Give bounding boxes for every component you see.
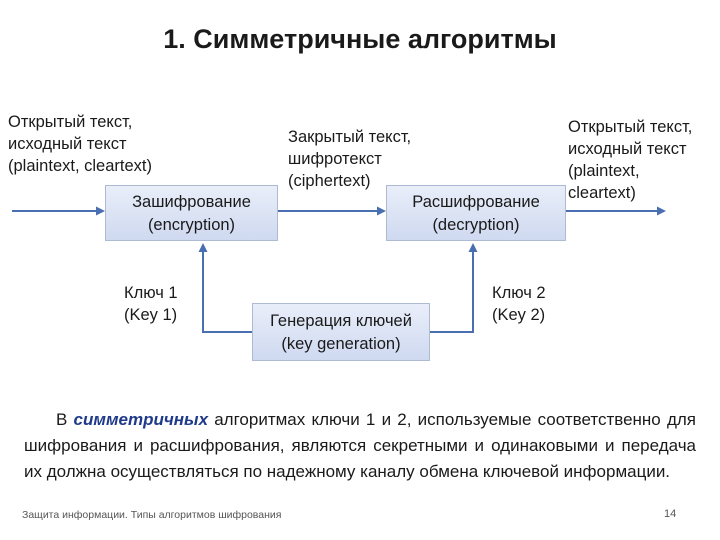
key1-label: Ключ 1 (Key 1): [124, 284, 178, 324]
encryption-box: Зашифрование (encryption): [105, 185, 278, 241]
footer-text: Защита информации. Типы алгоритмов шифро…: [22, 509, 282, 521]
page-number: 14: [664, 508, 677, 520]
key2-arrow: [430, 243, 478, 333]
explanation-text: В симметричных алгоритмах ключи 1 и 2, и…: [24, 407, 696, 485]
key-generation-box: Генерация ключей (key generation): [252, 303, 430, 361]
page-title: 1. Симметричные алгоритмы: [163, 24, 557, 54]
note-prefix: В: [56, 410, 74, 429]
key1-arrow: [198, 243, 252, 333]
ciphertext-label: Закрытый текст, шифротекст (ciphertext): [288, 128, 412, 190]
key2-label: Ключ 2 (Key 2): [492, 284, 546, 324]
plaintext-output-label: Открытый текст, исходный текст (plaintex…: [568, 118, 693, 202]
note-emphasis: симметричных: [73, 410, 209, 429]
plaintext-input-label: Открытый текст, исходный текст (plaintex…: [8, 113, 152, 175]
decryption-box: Расшифрование (decryption): [386, 185, 566, 241]
note-rest: алгоритмах ключи 1 и 2, используемые соо…: [24, 410, 697, 481]
